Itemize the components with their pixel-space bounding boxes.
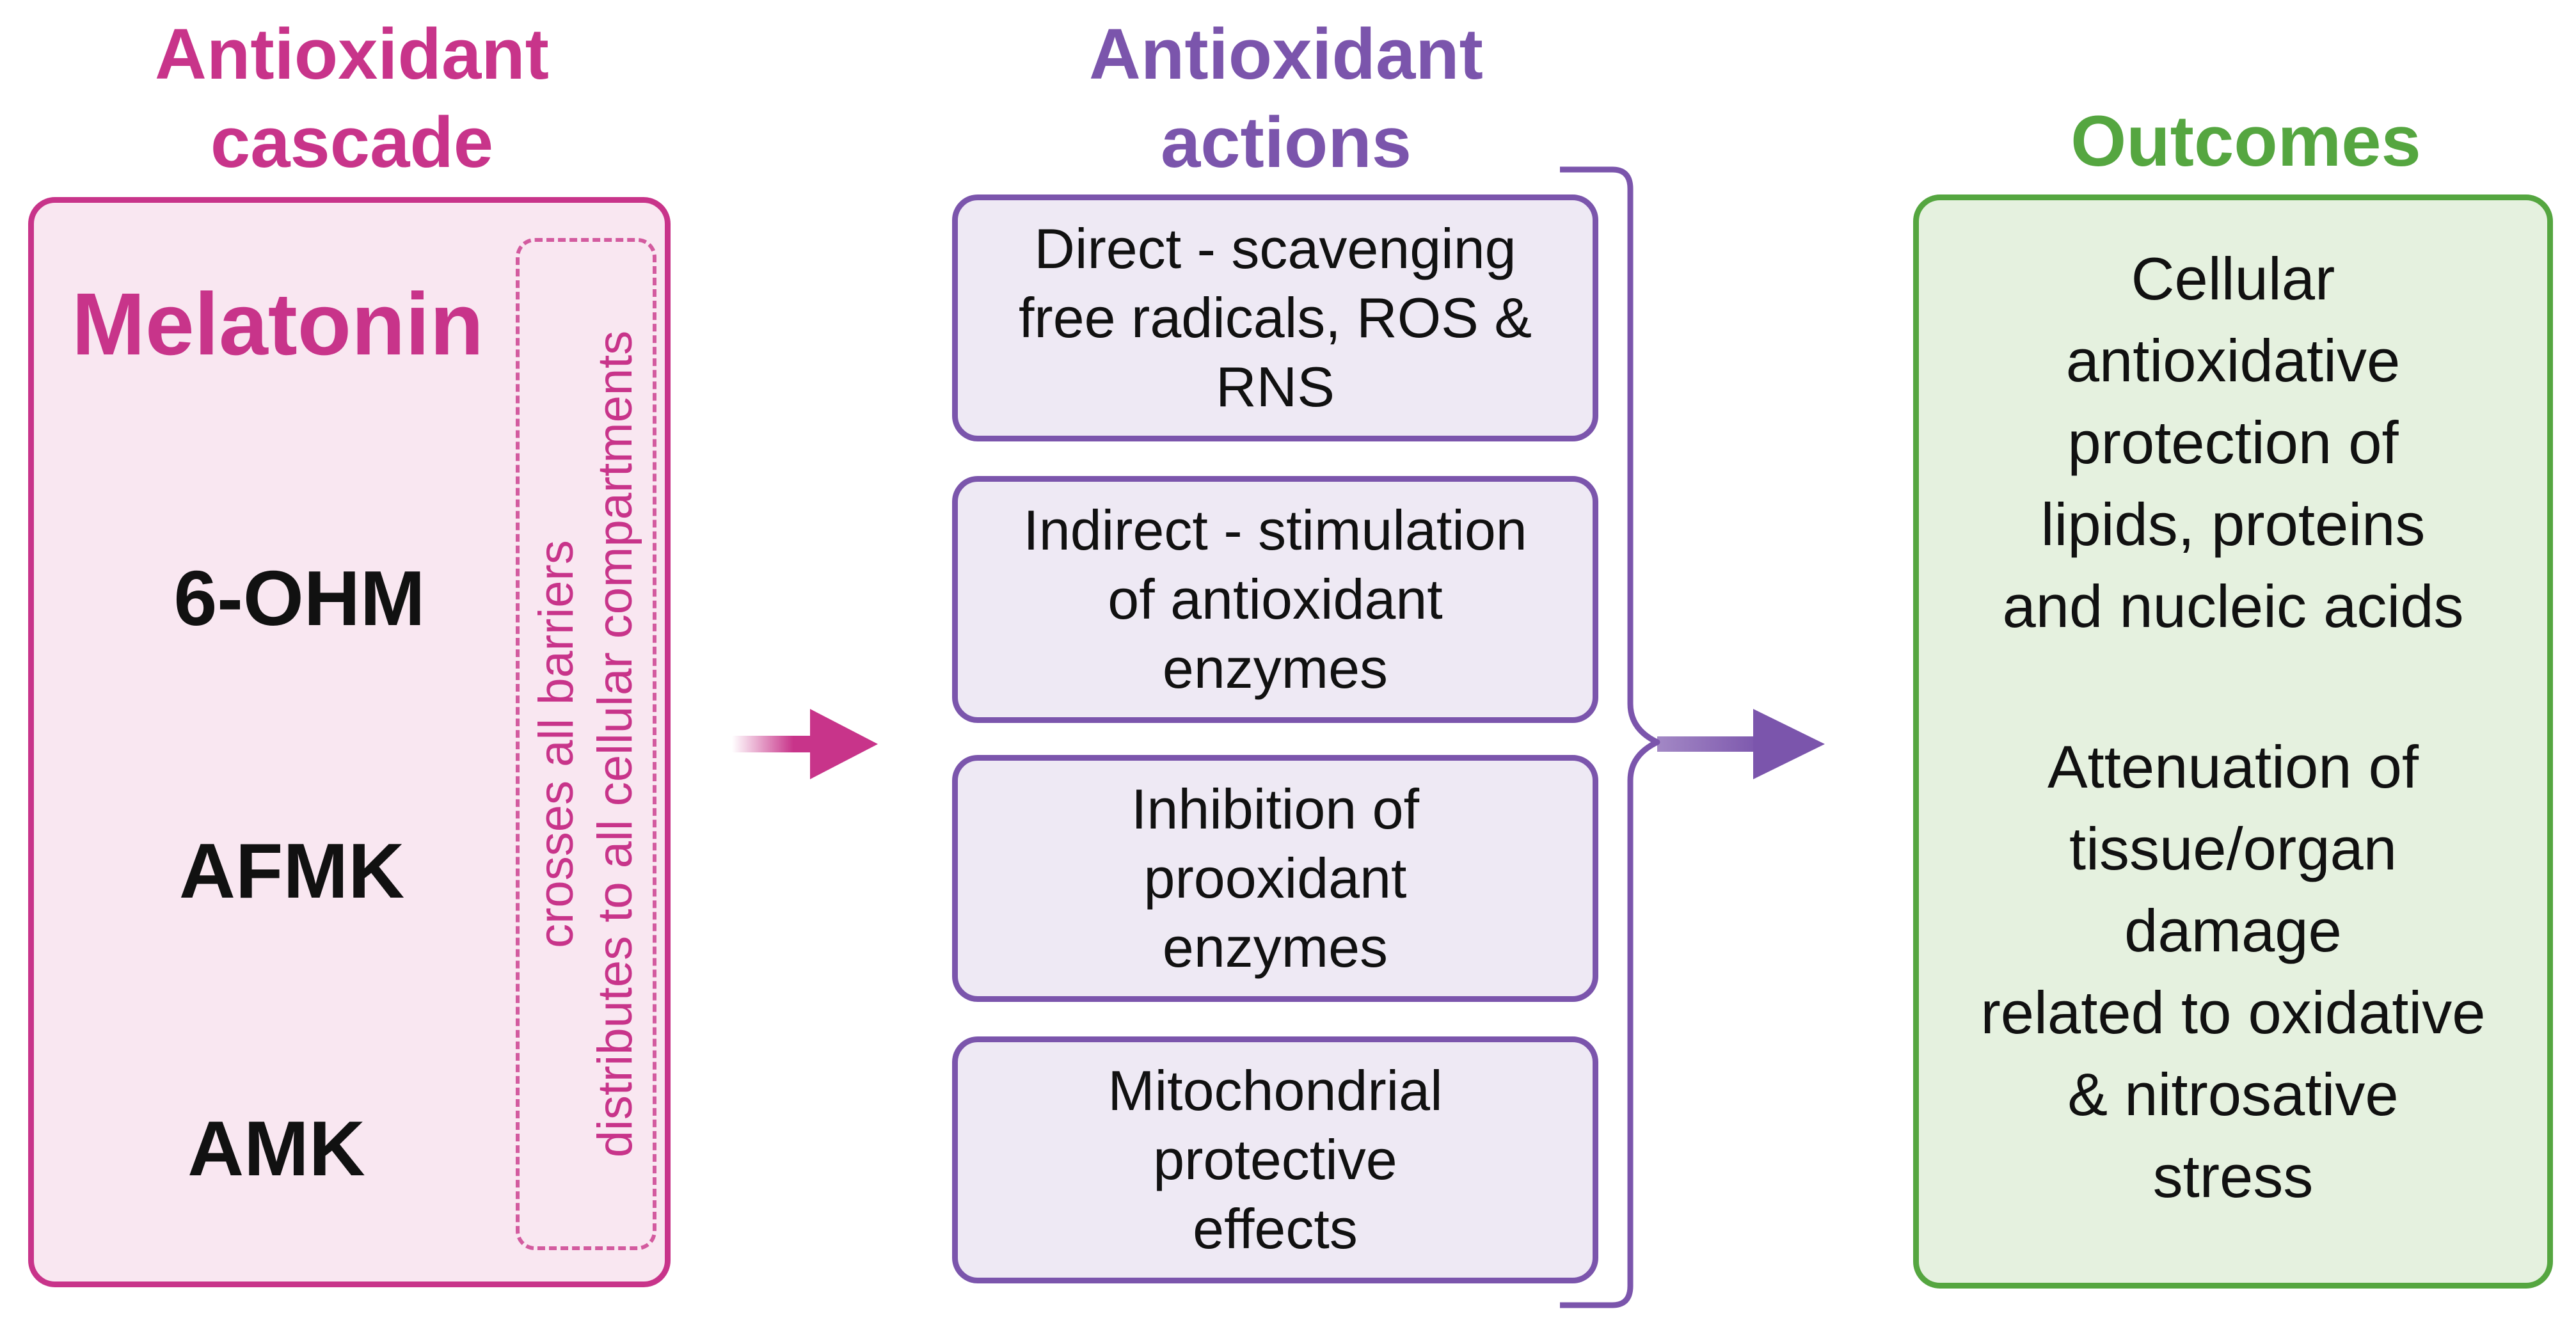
heading-antioxidant-actions: Antioxidant actions bbox=[1089, 14, 1483, 182]
heading-outcomes: Outcomes bbox=[2071, 101, 2421, 181]
metabolite-6-ohm: 6-OHM bbox=[173, 555, 425, 642]
action-direct-scavenging: Direct - scavenging free radicals, ROS &… bbox=[952, 194, 1598, 441]
barrier-note-line-2: distributes to all cellular compartments bbox=[588, 330, 642, 1158]
barrier-note-box bbox=[516, 238, 656, 1250]
arrow-cascade-to-actions bbox=[732, 709, 878, 779]
metabolite-amk: AMK bbox=[187, 1105, 365, 1192]
cascade-panel bbox=[28, 197, 671, 1287]
heading-antioxidant-cascade: Antioxidant cascade bbox=[155, 14, 549, 182]
barrier-note: crosses all barriers distributes to all … bbox=[522, 271, 650, 1218]
outcomes-panel bbox=[1913, 194, 2553, 1289]
action-indirect-stimulation: Indirect - stimulation of antioxidant en… bbox=[952, 476, 1598, 723]
outcome-attenuation-damage: Attenuation of tissue/organ damage relat… bbox=[1980, 733, 2486, 1210]
action-inhibition-prooxidant: Inhibition of prooxidant enzymes bbox=[952, 755, 1598, 1002]
action-mitochondrial-protective: Mitochondrial protective effects bbox=[952, 1036, 1598, 1283]
metabolite-afmk: AFMK bbox=[179, 827, 405, 914]
metabolite-melatonin: Melatonin bbox=[72, 275, 484, 374]
outcome-cellular-protection: Cellular antioxidative protection of lip… bbox=[2002, 245, 2464, 640]
arrow-actions-to-outcomes bbox=[1657, 709, 1825, 779]
